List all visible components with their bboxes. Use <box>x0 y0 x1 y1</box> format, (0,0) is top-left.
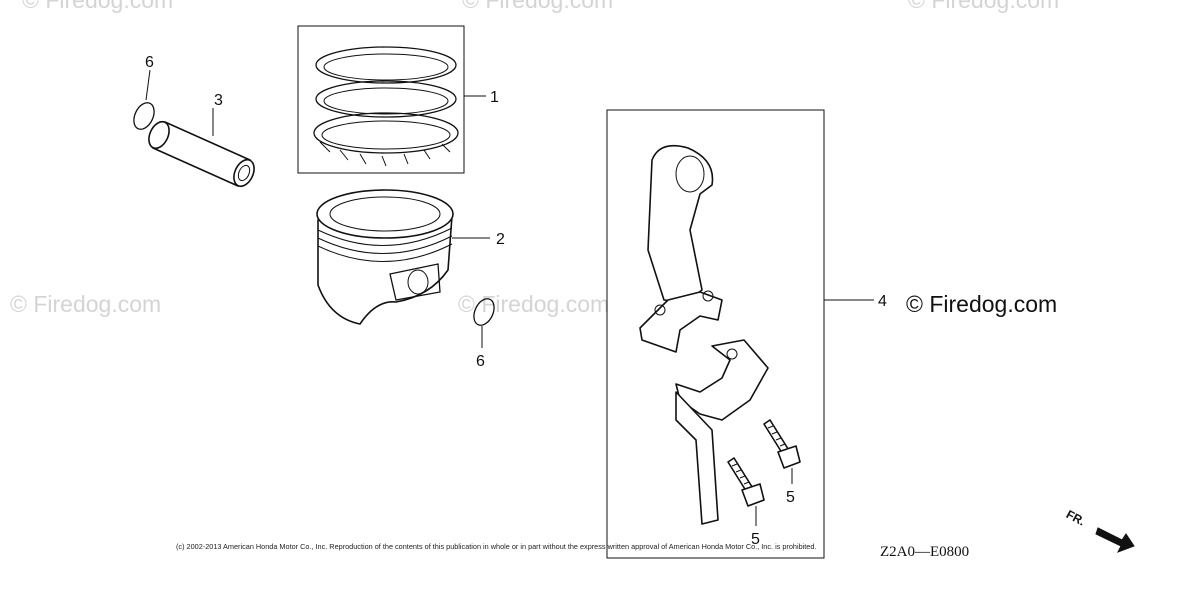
callout-4: 4 <box>878 293 887 310</box>
callout-1: 1 <box>490 89 499 106</box>
callout-5-left: 5 <box>751 531 760 548</box>
legal-notice: (c) 2002-2013 American Honda Motor Co., … <box>176 542 816 551</box>
callout-5-right: 5 <box>786 489 795 506</box>
rod-bolt-left[interactable] <box>727 457 765 526</box>
piston-ring-set[interactable] <box>297 25 486 174</box>
callout-3: 3 <box>214 92 223 109</box>
rod-bolt-right[interactable] <box>763 419 801 484</box>
connecting-rod[interactable] <box>606 109 874 559</box>
front-label: FR. <box>1064 507 1088 528</box>
diagram-code: Z2A0—E0800 <box>880 544 969 560</box>
firedog-copyright: © Firedog.com <box>906 291 1057 317</box>
watermark-top-right: © Firedog.com <box>908 0 1059 13</box>
callout-2: 2 <box>496 231 505 248</box>
piston[interactable] <box>316 189 490 325</box>
piston-pin[interactable] <box>145 108 258 189</box>
callout-6-bottom: 6 <box>476 353 485 370</box>
clip-top[interactable] <box>130 69 158 132</box>
front-arrow-icon: FR. <box>1064 507 1135 553</box>
watermark-mid-left: © Firedog.com <box>10 291 161 317</box>
watermark-top-center: © Firedog.com <box>462 0 613 13</box>
callout-6-top: 6 <box>145 54 154 71</box>
clip-bottom[interactable] <box>470 296 498 348</box>
watermark-mid-center: © Firedog.com <box>458 291 609 317</box>
watermark-top-left: © Firedog.com <box>22 0 173 13</box>
